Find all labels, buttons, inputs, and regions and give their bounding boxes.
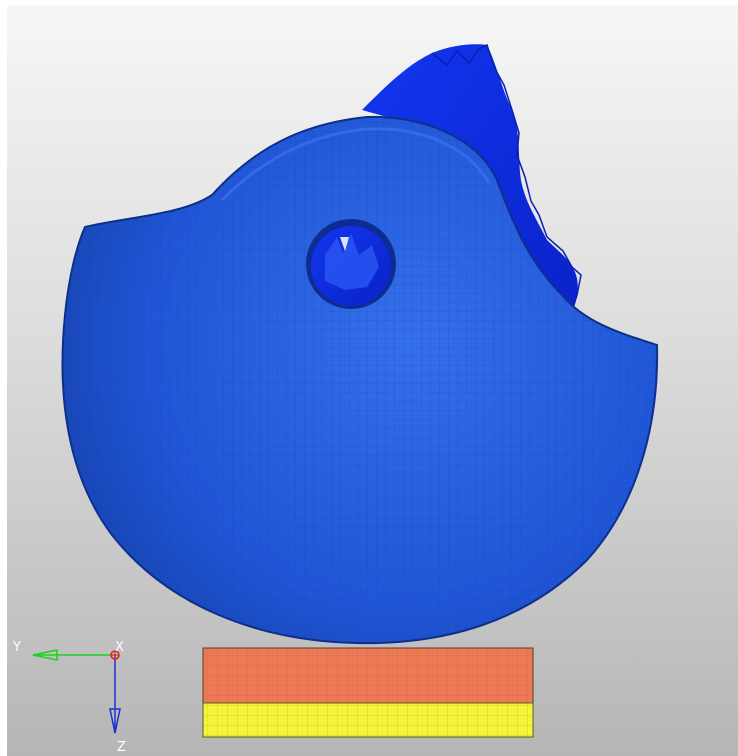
base-block[interactable] [202, 647, 534, 738]
model-scene[interactable]: Y X Z [7, 5, 738, 756]
z-axis-label: Z [117, 740, 126, 755]
3d-viewport[interactable]: Y X Z [7, 5, 738, 756]
shell-hole[interactable] [306, 219, 396, 309]
inner-torn-edge [431, 43, 582, 336]
shell-outline [61, 115, 659, 645]
x-axis-label: X [115, 640, 124, 655]
axis-triad: Y X Z [12, 640, 126, 755]
shell-rim [220, 127, 491, 202]
y-axis-label: Y [12, 640, 21, 655]
hemisphere-shell[interactable] [7, 5, 738, 756]
